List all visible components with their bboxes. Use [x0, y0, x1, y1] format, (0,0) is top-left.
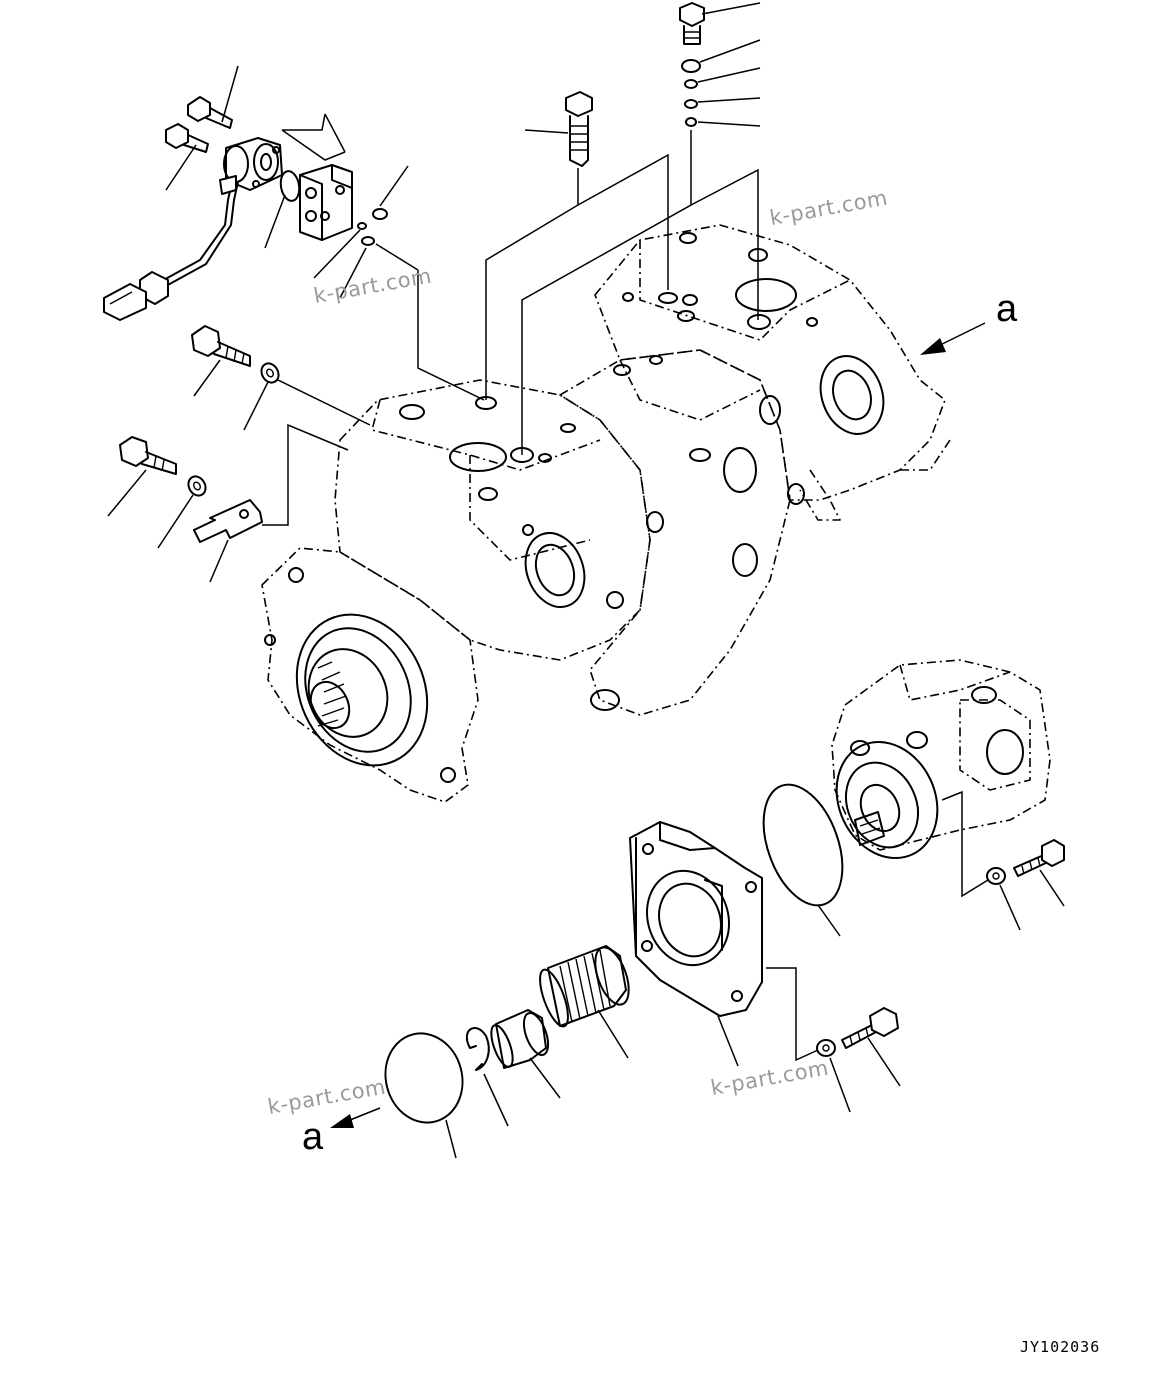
view-mark-lower: a [302, 1116, 324, 1158]
gear-pump [831, 659, 1051, 860]
top-fittings [565, 2, 705, 167]
view-mark-upper: a [996, 288, 1018, 330]
spline-coupling [539, 945, 630, 1028]
cover-o-ring [384, 1032, 464, 1124]
leader-lines [107, 2, 1065, 1159]
snap-ring [465, 1027, 490, 1071]
mounting-bolts-left [119, 325, 280, 543]
adapter-flange [629, 821, 763, 1017]
solenoid-valve-assembly [103, 96, 388, 321]
main-pump-body [261, 224, 951, 803]
large-o-ring [762, 783, 844, 907]
spacer [490, 1009, 550, 1069]
gear-pump-bolts [816, 839, 1065, 1057]
drawing-code: JY102036 [1020, 1338, 1101, 1356]
